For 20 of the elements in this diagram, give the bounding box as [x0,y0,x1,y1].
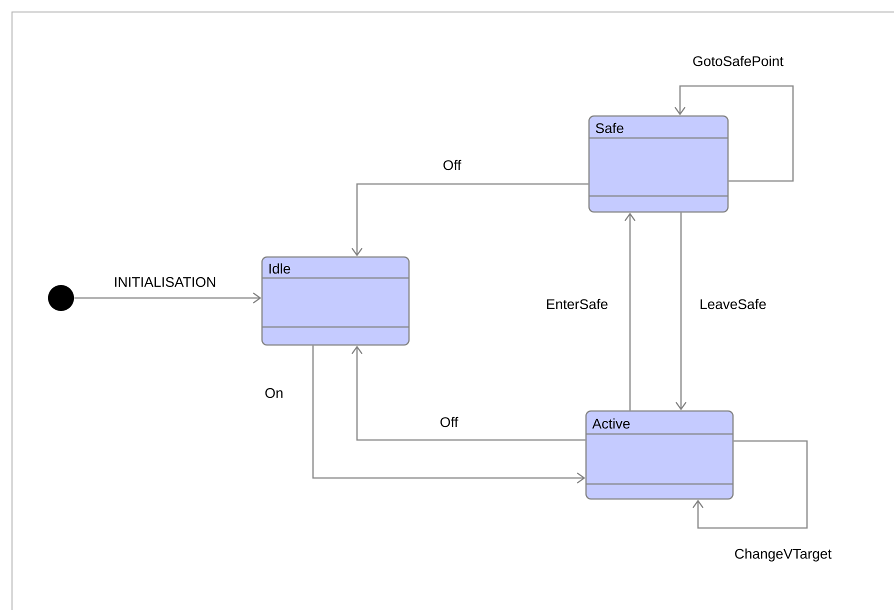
arrow [675,212,687,410]
arrow [351,346,586,441]
edge-label: Off [443,160,462,170]
edge-label: EnterSafe [547,298,608,310]
arrow [674,85,794,182]
state-box: Active [585,410,734,500]
edge-label: LeaveSafe [700,298,766,310]
edge-label: ChangeVTarget [735,548,832,562]
arrow [692,440,808,529]
initial-state-dot [48,285,74,311]
edge-label: On [265,388,282,398]
arrow [351,183,588,256]
arrow [624,212,636,410]
arrow [312,346,586,484]
edge-label: GotoSafePoint [693,56,784,66]
state-box: Safe [588,115,729,213]
arrow [74,292,262,304]
edge-label: INITIALISATION [115,277,216,287]
edge-label: Off [440,416,458,428]
state-box: Idle [261,256,410,346]
